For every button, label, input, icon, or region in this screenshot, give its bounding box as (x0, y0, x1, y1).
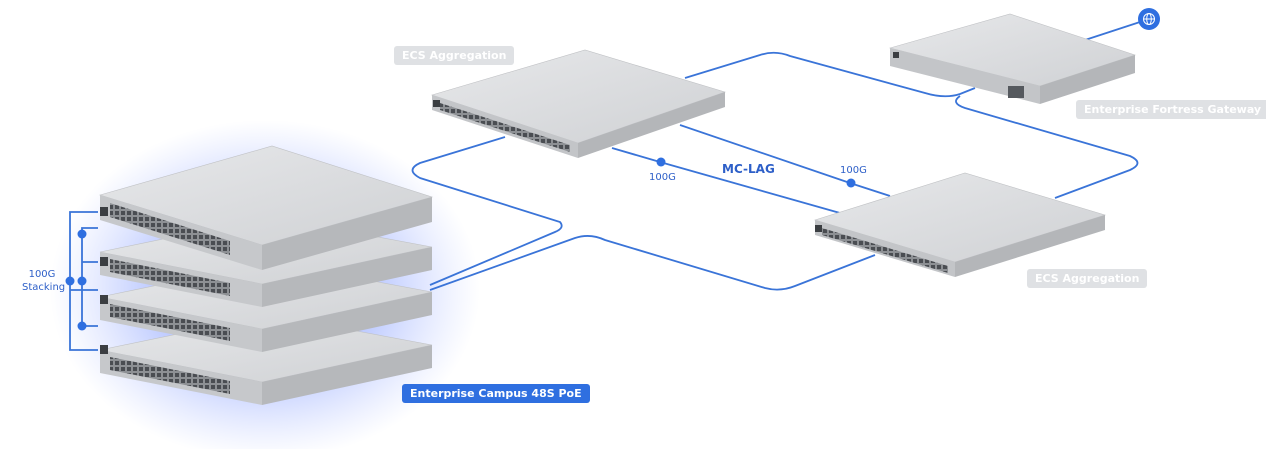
link-gateway-to-internet (1084, 21, 1141, 41)
link-mclag-2 (679, 124, 891, 197)
link-node-icon (77, 321, 87, 331)
globe-icon (1138, 8, 1160, 30)
campus-stack[interactable] (98, 145, 434, 405)
campus-label: Enterprise Campus 48S PoE (402, 384, 590, 403)
link-node-icon (65, 276, 75, 286)
link-ecs-top-to-gateway (684, 51, 976, 98)
link-nodes (65, 157, 856, 331)
campus-switch-1 (98, 145, 434, 270)
ecs-aggregation-bottom-device[interactable] (813, 172, 1107, 277)
link-stack-to-ecs-bottom (429, 235, 876, 291)
link-node-icon (77, 276, 87, 286)
enterprise-fortress-gateway-device[interactable] (888, 13, 1136, 104)
gateway-label: Enterprise Fortress Gateway (1076, 100, 1266, 119)
ecs-aggregation-top-device[interactable] (430, 49, 726, 158)
link-mclag (611, 147, 841, 214)
stacking-link-mid (70, 261, 98, 291)
link-node-icon (656, 157, 666, 167)
stacking-label: 100G Stacking (22, 268, 66, 294)
mclag-label: MC-LAG (722, 162, 775, 176)
link-speed-right-label: 100G (840, 165, 867, 176)
link-stack-to-ecs-top (411, 136, 563, 286)
stacking-label-line2: Stacking (22, 282, 66, 293)
link-node-icon (846, 178, 856, 188)
link-node-icon (77, 229, 87, 239)
ecs-aggregation-top-label: ECS Aggregation (394, 46, 515, 65)
link-ecs-bottom-to-gateway (955, 95, 1139, 199)
ecs-aggregation-bottom-label: ECS Aggregation (1027, 269, 1148, 288)
stacking-label-line1: 100G (28, 269, 56, 280)
link-speed-left-label: 100G (649, 172, 676, 183)
